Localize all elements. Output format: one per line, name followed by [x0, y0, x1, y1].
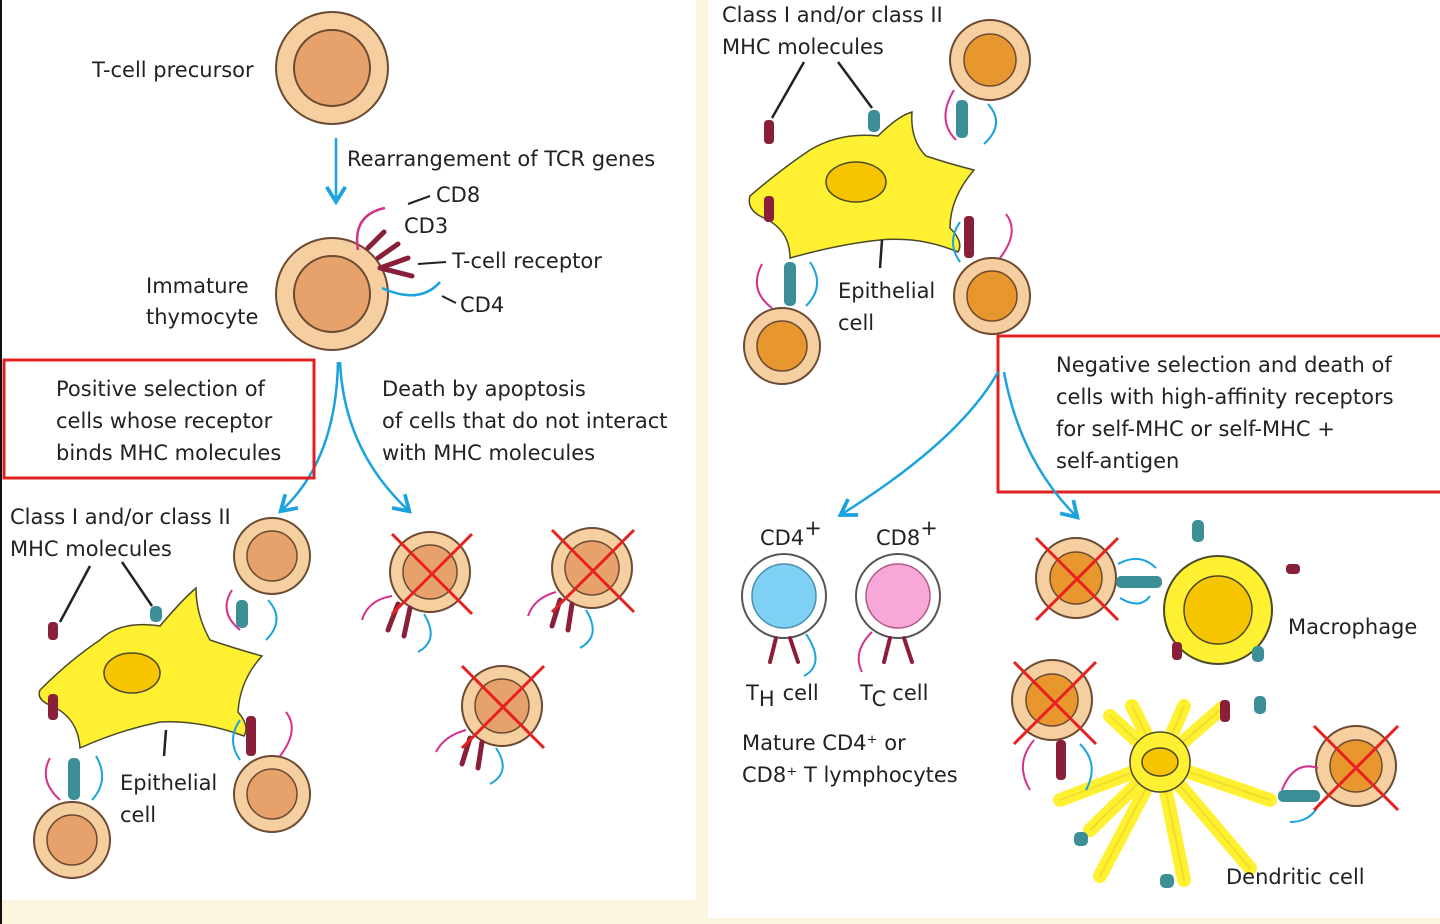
cd4-pointer [441, 295, 457, 304]
dead-x-mark-3 [460, 664, 546, 750]
right-mhc-pointer-2 [836, 61, 874, 109]
cd4-molecule [381, 281, 441, 297]
dead-x-mark-6 [1312, 724, 1400, 812]
cd8-plus-label: CD8+ [876, 516, 938, 550]
apoptosis-label-1: Death by apoptosis [382, 377, 586, 401]
negative-selection-label-2: cells with high-affinity receptors [1056, 385, 1394, 409]
th-subscript: H [759, 687, 775, 711]
th-cell [741, 553, 827, 677]
cd8-plus-sign: + [920, 516, 938, 540]
t-cell-precursor-label: T-cell precursor [91, 58, 254, 82]
cd4-plus-base: CD4 [760, 526, 804, 550]
dead-thymocyte-3 [435, 664, 546, 785]
left-mhc-label-2: MHC molecules [10, 537, 172, 561]
right-epithelial-label-1: Epithelial [838, 279, 935, 303]
positive-selection-label-3: binds MHC molecules [56, 441, 281, 465]
dendritic-cell [1053, 696, 1277, 888]
dead-x-mark-1 [390, 532, 474, 616]
mature-label-1: Mature CD4⁺ or [742, 731, 906, 755]
dead-cell-dendritic-left [1011, 659, 1098, 791]
mature-arrow [837, 371, 1000, 517]
cd4-plus-sign: + [804, 516, 822, 540]
left-class-mhc-molecule [48, 622, 58, 640]
negative-selection-label-3: for self-MHC or self-MHC + [1056, 417, 1335, 441]
right-mhc-molecule-bottom [764, 196, 774, 222]
right-epithelial-cell [748, 110, 976, 259]
right-mhc-label-2: MHC molecules [722, 35, 884, 59]
left-mhc-molecule-bottom [48, 694, 58, 720]
apoptosis-label-2: of cells that do not interact [382, 409, 668, 433]
dead-x-mark-5 [1012, 660, 1098, 746]
right-mhc-label-1: Class I and/or class II [722, 3, 943, 27]
left-thymocyte-bottom-left [33, 755, 111, 879]
immature-thymocyte-label-1: Immature [146, 274, 249, 298]
left-epithelial-pointer [162, 729, 168, 757]
left-thymocyte-top [225, 517, 311, 641]
right-class-mhc-molecule-2 [868, 110, 880, 132]
th-cell-word: cell [783, 681, 819, 705]
dead-x-mark-2 [550, 528, 636, 614]
right-thymocyte-bottom-right [952, 213, 1031, 335]
cd8-label: CD8 [436, 183, 480, 207]
tc-base: T [859, 681, 873, 705]
macrophage-cell [1163, 520, 1300, 665]
rearrangement-label: Rearrangement of TCR genes [347, 147, 655, 171]
negative-selection-box [996, 334, 1440, 494]
right-mhc-pointer-1 [770, 61, 806, 119]
negative-selection-label-4: self-antigen [1056, 449, 1179, 473]
positive-selection-label-2: cells whose receptor [56, 409, 273, 433]
cd8-pointer [407, 195, 431, 205]
cd4-plus-label: CD4+ [760, 516, 822, 550]
apoptosis-label-3: with MHC molecules [382, 441, 595, 465]
tc-cell-word: cell [892, 681, 928, 705]
left-epithelial-label-2: cell [120, 803, 156, 827]
dead-cell-near-macrophage [1034, 536, 1162, 622]
cd8-molecule [355, 206, 386, 251]
positive-selection-label-1: Positive selection of [56, 377, 266, 401]
t-cell-receptor-pointer [417, 261, 447, 265]
dead-thymocyte-2 [527, 527, 636, 649]
left-panel [0, 0, 696, 900]
dead-cell-dendritic-right [1278, 724, 1400, 823]
negative-selection-arrow [1002, 371, 1080, 520]
dead-thymocyte-1 [361, 531, 474, 653]
left-epithelial-label-1: Epithelial [120, 771, 217, 795]
left-class-mhc-molecule-2 [150, 606, 162, 622]
positive-selection-box [2, 358, 316, 480]
immature-thymocyte-cell [275, 206, 441, 351]
tc-cell [855, 553, 941, 673]
cd3-molecule [365, 229, 401, 261]
right-class-mhc-molecule [764, 120, 774, 144]
t-cell-receptor-molecule [377, 255, 415, 279]
immature-thymocyte-label-2: thymocyte [146, 305, 258, 329]
right-epithelial-label-2: cell [838, 311, 874, 335]
t-cell-precursor-cell [275, 11, 389, 125]
negative-selection-label-1: Negative selection and death of [1056, 353, 1392, 377]
cd3-label: CD3 [404, 214, 448, 238]
right-epithelial-pointer [878, 239, 884, 269]
left-mhc-pointer-2 [120, 561, 154, 607]
positive-selection-arrow [278, 361, 340, 514]
right-thymocyte-bottom-left [743, 261, 821, 385]
left-thymocyte-bottom-right [232, 711, 311, 833]
cd4-label: CD4 [460, 293, 504, 317]
left-mhc-pointer-1 [58, 565, 92, 623]
dead-x-mark-4 [1034, 536, 1120, 622]
left-epithelial-cell [38, 586, 264, 750]
cd8-plus-base: CD8 [876, 526, 920, 550]
left-mhc-label-1: Class I and/or class II [10, 505, 231, 529]
mature-label-2: CD8⁺ T lymphocytes [742, 763, 958, 787]
th-base: T [745, 681, 759, 705]
macrophage-label: Macrophage [1288, 615, 1417, 639]
dendritic-cell-label: Dendritic cell [1226, 865, 1365, 889]
t-cell-receptor-label: T-cell receptor [451, 249, 602, 273]
right-thymocyte-top [944, 19, 1031, 145]
tc-subscript: C [872, 687, 887, 711]
apoptosis-arrow [338, 361, 412, 514]
